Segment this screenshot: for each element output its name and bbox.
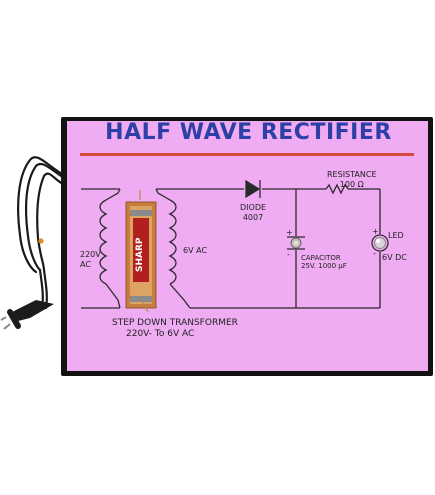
resistance-label: RESISTANCE 100 Ω	[327, 170, 377, 190]
resistor-zigzag-icon	[325, 183, 349, 195]
diode-label-line1: DIODE	[240, 203, 267, 212]
power-plug-icon	[0, 300, 54, 330]
capacitor-icon	[287, 236, 305, 250]
led-icon	[371, 234, 389, 252]
primary-coil	[99, 199, 108, 285]
plug-pin	[3, 323, 11, 330]
led-minus-sign: -	[373, 249, 376, 258]
title-underline	[80, 153, 414, 156]
capacitor-plus-sign: +	[286, 228, 293, 237]
capacitor-label: CAPACITOR 25V. 1000 µF	[301, 254, 347, 270]
plug-pin	[0, 316, 7, 321]
capacitor-minus-sign: -	[287, 250, 290, 259]
capacitor-label-line1: CAPACITOR	[301, 254, 341, 262]
resistance-label-line1: RESISTANCE	[327, 170, 377, 179]
input-voltage-label: 220V AC	[80, 250, 101, 270]
resistance-label-line2: 100 Ω	[339, 180, 364, 189]
secondary-ac-label: 6V AC	[183, 246, 208, 255]
transformer-caption-line2: 220V- To 6V AC	[126, 329, 195, 339]
transformer-component	[125, 190, 157, 313]
input-voltage-line2: AC	[80, 260, 91, 269]
secondary-coil	[168, 199, 177, 285]
diode-label: DIODE 4007	[240, 203, 266, 223]
input-voltage-line1: 220V	[80, 250, 101, 259]
led-label: LED	[388, 231, 404, 240]
transformer-caption-line1: STEP DOWN TRANSFORMER	[112, 318, 238, 328]
led-plus-sign: +	[372, 227, 379, 236]
board-title: HALF WAVE RECTIFIER	[105, 120, 392, 145]
cable-tie	[38, 238, 44, 244]
diode-label-line2: 4007	[242, 213, 264, 222]
transformer-brand-label: SHARP	[135, 237, 145, 272]
capacitor-label-line2: 25V. 1000 µF	[301, 262, 347, 270]
transformer-caption: STEP DOWN TRANSFORMER 220V- To 6V AC	[112, 318, 238, 340]
dc-output-label: 6V DC	[382, 253, 407, 262]
diode-symbol-icon	[245, 179, 261, 199]
